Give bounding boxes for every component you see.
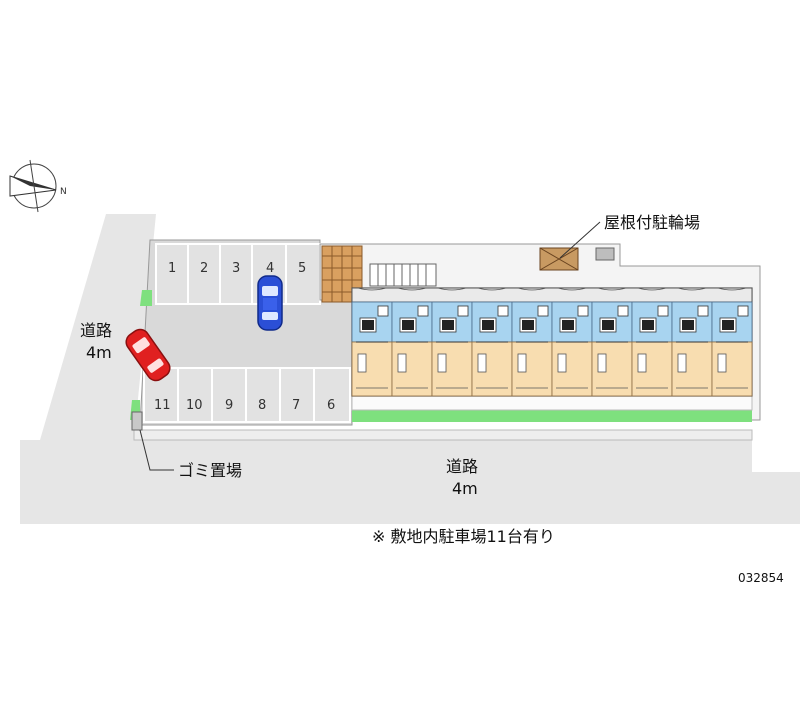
bike-parking-roof xyxy=(539,247,615,271)
stall-9: 9 xyxy=(225,398,233,413)
stall-7: 7 xyxy=(292,398,300,413)
car-blue-icon xyxy=(257,275,283,331)
map-code: 032854 xyxy=(738,571,784,585)
compass-icon: N xyxy=(9,159,67,213)
sidewalk xyxy=(133,429,753,441)
staircase xyxy=(369,263,437,287)
stall-2: 2 xyxy=(200,261,208,276)
apartment-unit xyxy=(671,287,713,397)
apartment-unit xyxy=(591,287,633,397)
garden-strip xyxy=(352,410,752,422)
parking-bottom-row: 11 10 9 8 7 6 xyxy=(143,367,351,423)
stall-5: 5 xyxy=(298,261,306,276)
apartment-unit xyxy=(391,287,433,397)
bike-parking-leader xyxy=(559,221,601,259)
stall-10: 10 xyxy=(186,398,203,413)
car-red-icon xyxy=(125,328,171,382)
apartment-unit xyxy=(631,287,673,397)
apartment-unit xyxy=(471,287,513,397)
road-bottom xyxy=(20,440,800,524)
stall-4: 4 xyxy=(266,261,274,276)
compass-north-label: N xyxy=(60,187,67,197)
stall-3: 3 xyxy=(232,261,240,276)
apartment-unit xyxy=(351,287,393,397)
road-bottom-name: 道路 xyxy=(446,457,478,476)
bike-parking-label: 屋根付駐輪場 xyxy=(604,213,700,232)
garbage-area xyxy=(131,411,143,431)
garbage-label: ゴミ置場 xyxy=(178,461,242,480)
road-left xyxy=(40,214,156,440)
stall-6: 6 xyxy=(327,398,335,413)
road-bottom-width: 4m xyxy=(452,479,478,498)
parking-top-row: 1 2 3 4 5 xyxy=(155,243,321,305)
stall-11: 11 xyxy=(154,398,171,413)
garbage-leader xyxy=(139,429,174,471)
apartment-unit xyxy=(551,287,593,397)
apartment-unit xyxy=(511,287,553,397)
stall-8: 8 xyxy=(258,398,266,413)
hedge-left xyxy=(140,290,152,306)
apartment-unit xyxy=(711,287,753,397)
road-left-width: 4m xyxy=(86,343,112,362)
road-left-name: 道路 xyxy=(80,321,112,340)
stall-1: 1 xyxy=(168,261,176,276)
walkway xyxy=(351,395,753,411)
apartment-building xyxy=(351,287,753,397)
parking-note: ※ 敷地内駐車場11台有り xyxy=(372,527,555,546)
apartment-unit xyxy=(431,287,473,397)
